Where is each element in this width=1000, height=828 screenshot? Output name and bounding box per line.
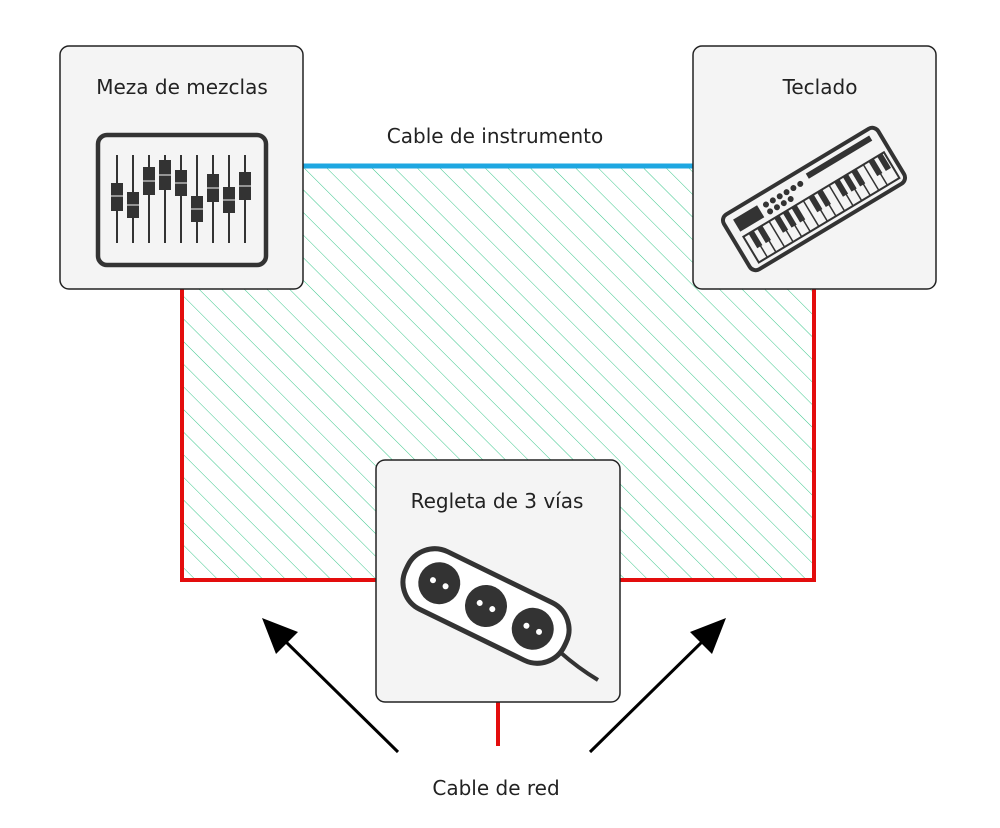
keyboard-node: Teclado — [692, 45, 937, 290]
arrow-right — [588, 618, 726, 754]
keyboard-label: Teclado — [782, 75, 858, 99]
mixer-node: Meza de mezclas — [59, 45, 304, 290]
power-cable-label: Cable de red — [432, 776, 559, 800]
power-strip-node: Regleta de 3 vías — [375, 459, 621, 703]
power-cable-right — [618, 286, 816, 582]
arrow-left — [262, 618, 400, 754]
keyboard-synth-icon — [720, 125, 908, 273]
power-strip-icon — [400, 546, 600, 682]
power-cable-left — [180, 286, 380, 582]
instrument-cable-label: Cable de instrumento — [387, 124, 603, 148]
mixing-console-icon — [95, 132, 269, 268]
mixer-label: Meza de mezclas — [96, 75, 268, 99]
power-strip-label: Regleta de 3 vías — [411, 489, 584, 513]
